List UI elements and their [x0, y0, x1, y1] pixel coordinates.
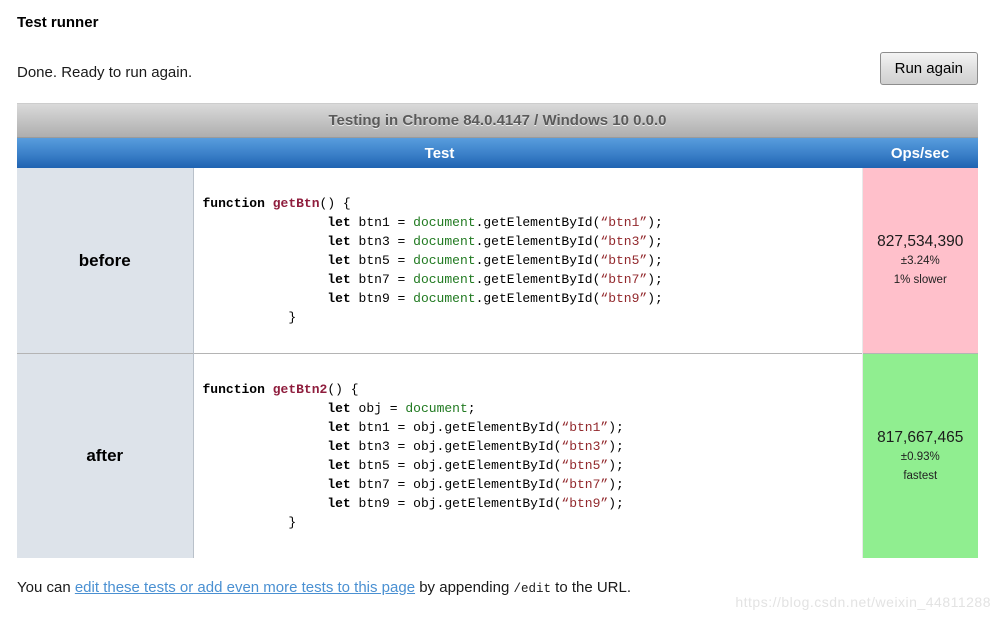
test-code-cell: function getBtn2() { let obj = document;…: [193, 353, 863, 558]
ops-margin: ±0.93%: [900, 450, 940, 463]
code-block: function getBtn() { let btn1 = document.…: [202, 196, 663, 325]
column-header-test: Test: [17, 138, 863, 168]
csdn-watermark: https://blog.csdn.net/weixin_44811288: [735, 594, 991, 610]
footer-note: You can edit these tests or add even mor…: [17, 579, 978, 596]
footer-suffix: to the URL.: [550, 579, 632, 596]
ops-value: 817,667,465: [877, 428, 964, 446]
status-text: Done. Ready to run again.: [17, 64, 193, 81]
test-label: after: [17, 353, 194, 558]
edit-tests-link[interactable]: edit these tests or add even more tests …: [74, 579, 416, 596]
page-title: Test runner: [17, 14, 99, 31]
ops-note: 1% slower: [893, 274, 947, 286]
footer-prefix: You can: [17, 579, 75, 596]
benchmark-table: Testing in Chrome 84.0.4147 / Windows 10…: [17, 103, 979, 558]
code-block: function getBtn2() { let obj = document;…: [202, 382, 624, 530]
test-code-cell: function getBtn() { let btn1 = document.…: [193, 168, 863, 354]
column-header-ops: Ops/sec: [862, 138, 979, 168]
top-bar: Test runner Done. Ready to run again. Ru…: [17, 0, 978, 103]
ops-margin: ±3.24%: [900, 255, 940, 267]
footer-edit-path: /edit: [513, 582, 551, 596]
ops-note: fastest: [903, 469, 938, 482]
test-label: before: [17, 168, 194, 354]
run-again-button[interactable]: Run again: [879, 52, 978, 85]
ops-result-cell: 827,534,390 ±3.24% 1% slower: [861, 168, 979, 354]
table-caption: Testing in Chrome 84.0.4147 / Windows 10…: [17, 103, 979, 138]
ops-result-cell: 817,667,465 ±0.93% fastest: [861, 353, 979, 558]
footer-middle: by appending: [415, 579, 514, 596]
ops-value: 827,534,390: [877, 233, 964, 250]
table-header: Test Ops/sec: [17, 138, 979, 168]
page: Test runner Done. Ready to run again. Ru…: [17, 0, 979, 596]
